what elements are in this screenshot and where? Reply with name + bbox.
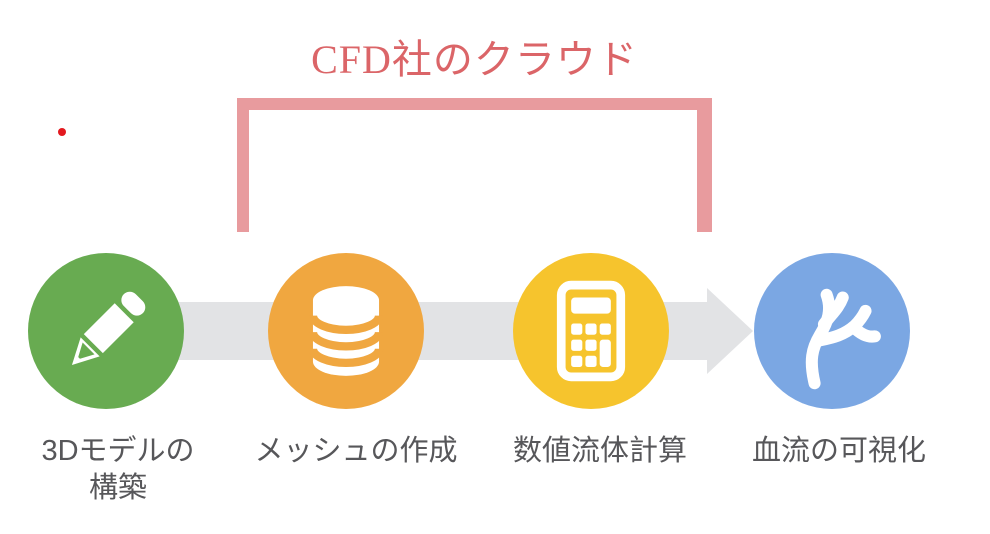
step-label-3d-model: 3Dモデルの 構築 <box>8 433 228 507</box>
step-label-line: メッシュの作成 <box>254 435 458 467</box>
step-label-visualization: 血流の可視化 <box>729 433 949 470</box>
marker-dot <box>58 128 66 136</box>
step-circle-cfd <box>513 253 669 409</box>
cloud-bracket <box>237 98 712 232</box>
step-circle-3d-model <box>28 253 184 409</box>
diagram-title: CFD社のクラウド <box>311 37 638 82</box>
step-label-mesh: メッシュの作成 <box>246 433 466 470</box>
step-label-line: 数値流体計算 <box>512 435 687 467</box>
step-circle-visualization <box>754 253 910 409</box>
vessel-branch-icon <box>805 288 881 390</box>
calculator-icon <box>556 280 626 382</box>
step-label-line: 構築 <box>88 472 147 504</box>
step-label-cfd: 数値流体計算 <box>490 433 710 470</box>
step-label-line: 3Dモデルの <box>41 435 195 467</box>
step-circle-mesh <box>268 253 424 409</box>
database-icon <box>308 286 384 376</box>
step-label-line: 血流の可視化 <box>751 435 926 467</box>
flow-arrow-head <box>707 288 753 374</box>
pencil-icon <box>71 291 146 366</box>
